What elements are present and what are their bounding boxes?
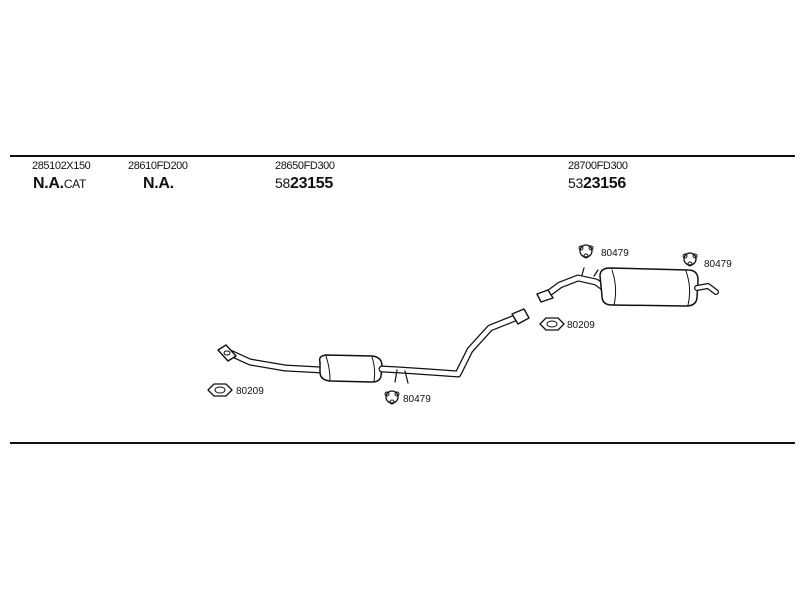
middle-silencer: [318, 354, 383, 383]
callout-hanger-rear-right: 80479: [704, 259, 732, 270]
intermediate-pipe: [378, 308, 530, 384]
callout-gasket-front: 80209: [236, 386, 264, 397]
callout-hanger-middle: 80479: [403, 394, 431, 405]
part-ref-3: 5823155: [275, 175, 333, 192]
rear-flange-icon: [536, 289, 554, 303]
part-number-2: 28610FD200: [128, 160, 188, 172]
part-number-1: 285102X150: [32, 160, 91, 172]
callout-hanger-rear-left: 80479: [601, 248, 629, 259]
part-ref-4: 5323156: [568, 175, 626, 192]
part-desc-1: N.A.CAT: [33, 175, 87, 192]
rubber-hanger-icon: [578, 244, 594, 259]
gasket-icon: [539, 317, 565, 331]
front-pipe: [217, 344, 326, 374]
bottom-divider: [10, 442, 795, 444]
rear-section: [536, 267, 719, 307]
part-desc-2: N.A.: [143, 175, 174, 192]
intermediate-flange-icon: [511, 308, 530, 325]
part-number-3: 28650FD300: [275, 160, 335, 172]
rubber-hanger-icon: [682, 252, 698, 267]
part-number-4: 28700FD300: [568, 160, 628, 172]
callout-gasket-rear: 80209: [567, 320, 595, 331]
rear-silencer: [599, 267, 699, 307]
top-divider: [10, 155, 795, 157]
gasket-icon: [207, 383, 233, 397]
front-flange-icon: [217, 344, 237, 362]
rubber-hanger-icon: [384, 390, 400, 405]
